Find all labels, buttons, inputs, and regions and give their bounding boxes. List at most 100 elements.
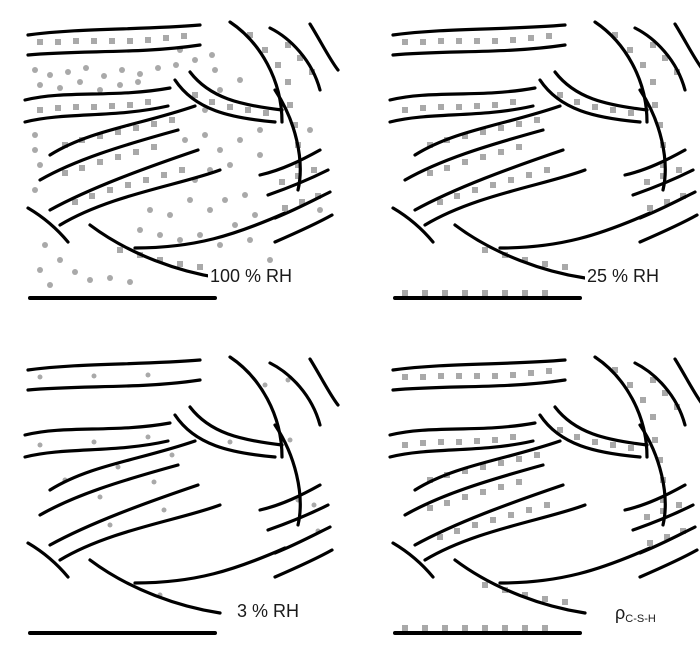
interlayer-water [644, 179, 650, 185]
interlayer-water [420, 105, 426, 111]
sheets-svg [385, 10, 695, 305]
interlayer-water [502, 625, 508, 631]
interlayer-water [227, 104, 233, 110]
gel-pore-water [177, 237, 183, 243]
interlayer-water [275, 62, 281, 68]
gel-pore-water [182, 137, 188, 143]
interlayer-water [420, 440, 426, 446]
rho-subscript: C-S-H [625, 613, 656, 625]
interlayer-water [109, 38, 115, 44]
interlayer-water [444, 500, 450, 506]
csh-sheet [260, 485, 320, 510]
interlayer-water [490, 517, 496, 523]
csh-sheet [393, 360, 565, 370]
gel-pore-water [119, 67, 125, 73]
interlayer-water [262, 47, 268, 53]
gel-pore-water [42, 242, 48, 248]
gel-pore-water [222, 197, 228, 203]
interlayer-water [498, 460, 504, 466]
gel-pore-water [217, 242, 223, 248]
gel-pore-water [72, 269, 78, 275]
csh-sheet [40, 465, 178, 515]
interlayer-water [162, 508, 167, 513]
interlayer-water [422, 290, 428, 296]
gel-pore-water [209, 52, 215, 58]
interlayer-water [640, 397, 646, 403]
interlayer-water [574, 434, 580, 440]
interlayer-water [420, 39, 426, 45]
gel-pore-water [147, 207, 153, 213]
csh-sheet [390, 423, 535, 435]
interlayer-water [422, 625, 428, 631]
interlayer-water [610, 442, 616, 448]
interlayer-water [288, 438, 293, 443]
interlayer-water [650, 414, 656, 420]
csh-sheet [393, 380, 565, 390]
interlayer-water [508, 177, 514, 183]
gel-pore-water [83, 65, 89, 71]
gel-pore-water [232, 222, 238, 228]
gel-pore-water [257, 127, 263, 133]
csh-sheet [425, 170, 585, 225]
interlayer-water [263, 110, 269, 116]
gel-pore-water [157, 232, 163, 238]
interlayer-water [454, 193, 460, 199]
interlayer-water [312, 503, 317, 508]
interlayer-water [542, 290, 548, 296]
interlayer-water [574, 99, 580, 105]
gel-pore-water [97, 87, 103, 93]
interlayer-water [526, 172, 532, 178]
csh-sheet [540, 415, 640, 457]
panel-25-rh: 25 % RH [385, 10, 695, 305]
interlayer-water [482, 247, 488, 253]
gel-pore-water [192, 57, 198, 63]
interlayer-water [98, 495, 103, 500]
interlayer-water [91, 104, 97, 110]
interlayer-water [127, 38, 133, 44]
interlayer-water [526, 507, 532, 513]
interlayer-water [125, 182, 131, 188]
csh-sheet [60, 170, 220, 225]
csh-sheet [310, 24, 338, 70]
csh-sheet [640, 550, 697, 577]
interlayer-water [472, 522, 478, 528]
gel-pore-water [207, 207, 213, 213]
csh-sheet [455, 225, 585, 278]
interlayer-water [115, 154, 121, 160]
gel-pore-water [237, 77, 243, 83]
interlayer-water [492, 437, 498, 443]
interlayer-water [38, 443, 43, 448]
interlayer-water [474, 438, 480, 444]
interlayer-water [534, 452, 540, 458]
interlayer-water [498, 125, 504, 131]
interlayer-water [145, 37, 151, 43]
interlayer-water [79, 165, 85, 171]
interlayer-water [628, 110, 634, 116]
interlayer-water [510, 37, 516, 43]
interlayer-water [438, 373, 444, 379]
interlayer-water [73, 104, 79, 110]
interlayer-water [127, 102, 133, 108]
interlayer-water [462, 159, 468, 165]
gel-pore-water [57, 257, 63, 263]
csh-sheet [390, 88, 535, 100]
interlayer-water [209, 99, 215, 105]
interlayer-water [462, 494, 468, 500]
interlayer-water [498, 149, 504, 155]
gel-pore-water [32, 67, 38, 73]
csh-sheet [675, 24, 700, 70]
interlayer-water [116, 465, 121, 470]
interlayer-water [287, 102, 293, 108]
interlayer-water [151, 144, 157, 150]
gel-pore-water [57, 85, 63, 91]
interlayer-water [170, 453, 175, 458]
interlayer-water [546, 33, 552, 39]
interlayer-water [498, 484, 504, 490]
gel-pore-water [65, 69, 71, 75]
interlayer-water [402, 39, 408, 45]
interlayer-water [516, 479, 522, 485]
interlayer-water [62, 170, 68, 176]
interlayer-water [510, 434, 516, 440]
interlayer-water [652, 437, 658, 443]
csh-sheet [90, 560, 220, 613]
